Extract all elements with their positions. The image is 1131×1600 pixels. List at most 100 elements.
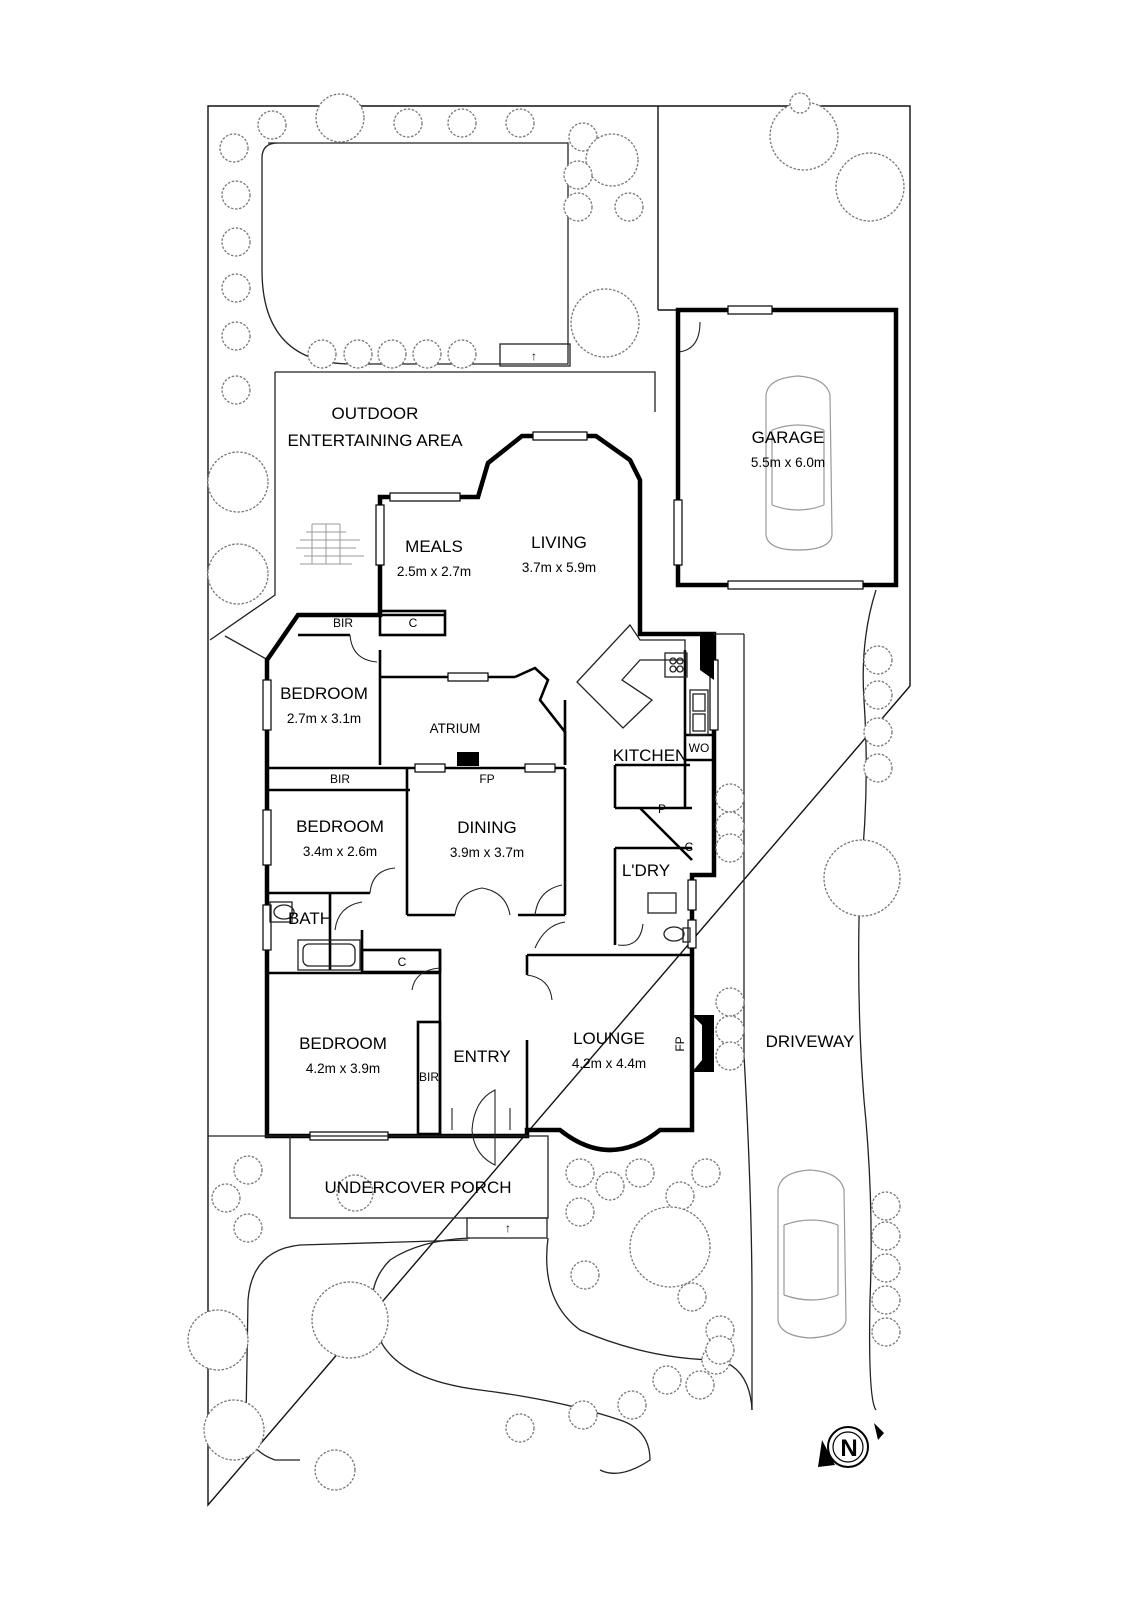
- tree-icon: [257, 110, 287, 140]
- tree-icon: [665, 1181, 695, 1211]
- fireplace-label-1: FP: [479, 772, 494, 786]
- tree-icon: [207, 451, 269, 513]
- tree-icon: [617, 1390, 647, 1420]
- bir-label-3: BIR: [419, 1070, 439, 1084]
- tree-icon: [221, 375, 251, 405]
- tree-icon: [568, 1400, 598, 1430]
- svg-text:↑: ↑: [505, 1221, 511, 1235]
- kitchen-label: KITCHEN: [613, 746, 688, 765]
- tree-icon: [715, 833, 745, 863]
- tree-icon: [629, 1206, 711, 1288]
- tree-icon: [835, 152, 905, 222]
- tree-icon: [585, 133, 639, 187]
- lounge-label: LOUNGE: [573, 1029, 645, 1048]
- tree-icon: [187, 1309, 249, 1371]
- tree-icon: [691, 1158, 721, 1188]
- bedroom2-size: 3.4m x 2.6m: [303, 844, 377, 859]
- atrium-label: ATRIUM: [430, 721, 481, 736]
- undercover-porch: [289, 1135, 549, 1219]
- labels: OUTDOOR ENTERTAINING AREA MEALS 2.5m x 2…: [280, 404, 854, 1197]
- tree-icon: [207, 543, 269, 605]
- living-size: 3.7m x 5.9m: [522, 560, 596, 575]
- tree-icon: [570, 288, 640, 358]
- bedroom2-label: BEDROOM: [296, 817, 384, 836]
- fireplace-block: [457, 752, 479, 766]
- bath-label: BATH: [288, 909, 332, 928]
- tree-icon: [233, 1155, 263, 1185]
- tree-icon: [595, 1171, 625, 1201]
- tree-icon: [715, 783, 745, 813]
- garage-size: 5.5m x 6.0m: [751, 455, 825, 470]
- tree-icon: [311, 1281, 389, 1359]
- tree-icon: [412, 339, 442, 369]
- tree-icon: [715, 987, 745, 1017]
- tree-icon: [863, 645, 893, 675]
- dining-label: DINING: [457, 818, 517, 837]
- tree-icon: [314, 1449, 356, 1491]
- tree-icon: [221, 273, 251, 303]
- compass-icon: N: [818, 1423, 884, 1468]
- meals-label: MEALS: [405, 537, 463, 556]
- tree-icon: [377, 339, 407, 369]
- tree-icon: [570, 1260, 600, 1290]
- site-boundary: [207, 105, 911, 1507]
- trees: [187, 92, 905, 1491]
- outdoor-label-1: OUTDOOR: [332, 404, 419, 423]
- tree-icon: [871, 1253, 901, 1283]
- tree-icon: [219, 133, 249, 163]
- tree-icon: [343, 339, 373, 369]
- tree-icon: [221, 227, 251, 257]
- driveway-label: DRIVEWAY: [766, 1032, 855, 1051]
- tree-icon: [563, 160, 593, 190]
- tree-icon: [505, 1413, 535, 1443]
- tree-icon: [203, 1399, 265, 1461]
- svg-text:↑: ↑: [531, 349, 537, 363]
- tree-icon: [565, 1197, 595, 1227]
- tree-icon: [705, 1335, 735, 1365]
- bbq-brick-icon: [296, 523, 364, 565]
- tree-icon: [863, 717, 893, 747]
- tree-icon: [221, 321, 251, 351]
- tree-icon: [625, 1158, 655, 1188]
- tree-icon: [211, 1183, 241, 1213]
- outdoor-label-2: ENTERTAINING AREA: [287, 431, 463, 450]
- driveway-car-icon: [777, 1169, 847, 1339]
- cupboard-label-1: C: [409, 616, 418, 630]
- tree-icon: [447, 339, 477, 369]
- bir-label-1: BIR: [333, 616, 353, 630]
- tree-icon: [823, 839, 901, 917]
- tree-icon: [685, 1370, 715, 1400]
- tree-icon: [336, 1174, 374, 1212]
- tree-icon: [871, 1317, 901, 1347]
- garage-label: GARAGE: [752, 428, 825, 447]
- tree-icon: [233, 1213, 263, 1243]
- tree-icon: [563, 192, 593, 222]
- tree-icon: [871, 1191, 901, 1221]
- compass-letter: N: [840, 1435, 857, 1462]
- interior-walls: [267, 609, 714, 1136]
- fireplace-label-2: FP: [673, 1036, 687, 1051]
- car-icon: [765, 375, 833, 551]
- dining-size: 3.9m x 3.7m: [450, 845, 524, 860]
- kitchen-island: [576, 623, 686, 729]
- bedroom1-label: BEDROOM: [280, 684, 368, 703]
- tree-icon: [652, 1365, 682, 1395]
- tree-icon: [863, 680, 893, 710]
- lounge-size: 4.2m x 4.4m: [572, 1056, 646, 1071]
- tree-icon: [505, 108, 535, 138]
- laundry-label: L'DRY: [622, 861, 670, 880]
- tree-icon: [307, 339, 337, 369]
- bedroom3-label: BEDROOM: [299, 1034, 387, 1053]
- tree-icon: [863, 753, 893, 783]
- bir-label-2: BIR: [330, 772, 350, 786]
- tree-icon: [568, 122, 598, 152]
- tree-icon: [677, 1282, 707, 1312]
- tree-icon: [789, 92, 811, 114]
- bedroom1-size: 2.7m x 3.1m: [287, 711, 361, 726]
- garage-wall: [675, 307, 899, 588]
- living-label: LIVING: [531, 533, 587, 552]
- tree-icon: [565, 1158, 595, 1188]
- upper-lawn: [261, 142, 569, 365]
- cupboard-label-2: C: [685, 840, 694, 854]
